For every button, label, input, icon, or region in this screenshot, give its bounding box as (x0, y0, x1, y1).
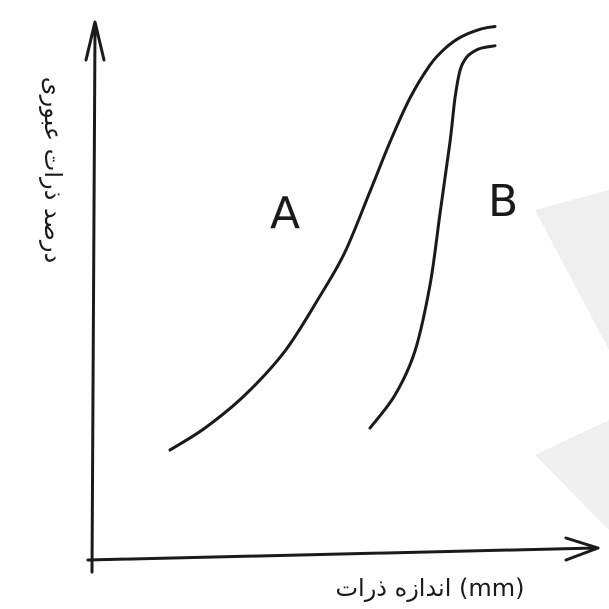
y-axis (90, 28, 97, 574)
y-axis-label: درصد ذرات عبوری (39, 77, 67, 263)
y-axis-arrow (84, 20, 106, 62)
x-axis-label: (mm) اندازه ذرات (335, 574, 524, 602)
watermark-shape (535, 190, 609, 350)
axes (84, 20, 600, 574)
series-layer (168, 25, 497, 452)
x-axis (86, 546, 598, 562)
x-axis-arrow (564, 536, 600, 562)
series-label-b: B (488, 176, 518, 227)
series-line-a (168, 25, 497, 452)
watermark-shape-lower (535, 420, 609, 530)
series-label-a: A (270, 188, 300, 239)
series-line-b (368, 44, 497, 430)
